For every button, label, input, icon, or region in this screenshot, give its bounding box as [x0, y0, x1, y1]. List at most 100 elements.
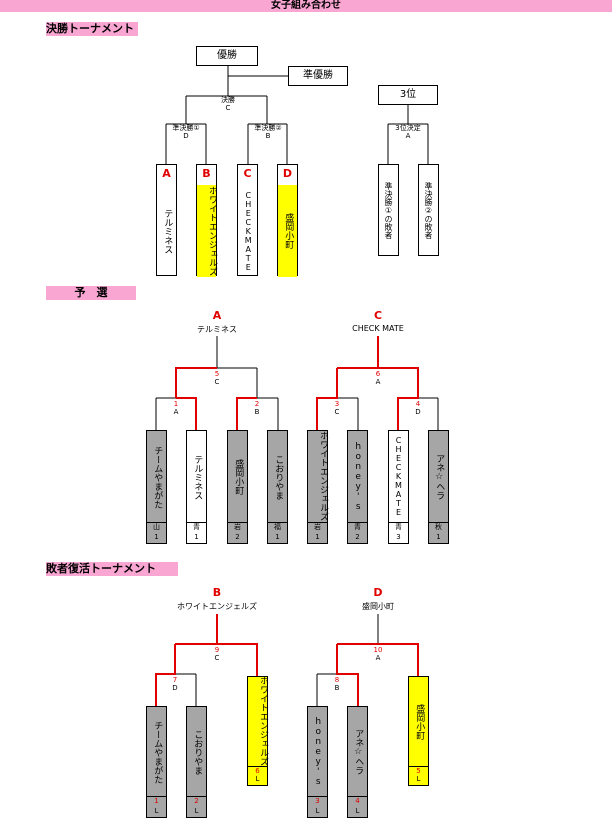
section-repechage: 敗者復活トーナメント — [46, 562, 178, 576]
match-10-code: A — [375, 654, 381, 662]
section-final-tournament: 決勝トーナメント — [46, 22, 138, 36]
section-preliminary: 予 選 — [46, 286, 136, 300]
page-title: 女子組み合わせ — [0, 0, 612, 12]
prelim-block-c-letter: C — [373, 309, 383, 322]
runner-up-box: 準優勝 — [288, 66, 348, 86]
match-4-code: D — [415, 408, 421, 416]
team-num: 1 — [315, 533, 320, 541]
third-match-name: 3位決定 — [395, 124, 421, 132]
team-name: チームやまがた — [152, 720, 163, 784]
team-name: アネ☆ヘラ — [434, 454, 445, 500]
semi2-name: 準決勝② — [254, 124, 282, 132]
final-team-b: B ホワイトエンジェルズ — [196, 164, 217, 277]
team-pref: 秋 — [429, 522, 448, 531]
prelim-block-a-letter: A — [212, 309, 222, 322]
third-match-label: 3位決定 A — [384, 124, 432, 140]
match-8-code: B — [334, 684, 340, 692]
match-1-code: A — [173, 408, 179, 416]
repechage-team-4: honey's 3 L — [307, 706, 328, 818]
team-pref: L — [154, 807, 159, 815]
prelim-team-8: アネ☆ヘラ 秋 1 — [428, 430, 449, 544]
semi2-label: 準決勝② B — [244, 124, 292, 140]
team-num: 5 — [409, 766, 428, 775]
semi2-code: B — [265, 132, 271, 140]
team-num: 2 — [235, 533, 240, 541]
team-num: 3 — [396, 533, 401, 541]
final-match-label: 決勝 C — [206, 96, 250, 112]
team-letter: A — [162, 167, 171, 180]
prelim-team-2: テルミネス 青 1 — [186, 430, 207, 544]
team-name: こおりやま — [192, 729, 203, 775]
team-num: 1 — [154, 533, 159, 541]
team-pref: 青 — [187, 522, 206, 531]
team-pref: L — [315, 807, 320, 815]
team-pref: L — [194, 807, 199, 815]
team-name: honey's — [313, 717, 324, 787]
match-9-number: 9 — [214, 646, 220, 654]
third-match-code: A — [405, 132, 411, 140]
champion-box: 優勝 — [196, 46, 258, 66]
prelim-team-7: CHECKMATE 青 3 — [388, 430, 409, 544]
match-4-number: 4 — [415, 400, 421, 408]
team-name: アネ☆ヘラ — [353, 729, 364, 775]
team-pref: 岩 — [308, 522, 327, 531]
prelim-team-4: こおりやま 福 1 — [267, 430, 288, 544]
repechage-team-5: アネ☆ヘラ 4 L — [347, 706, 368, 818]
team-name: テルミネス — [192, 454, 203, 500]
repechage-block-b-winner: ホワイトエンジェルズ — [177, 602, 257, 611]
team-name: ホワイトエンジェルズ — [318, 431, 328, 521]
repechage-block-d-winner: 盛岡小町 — [362, 602, 394, 611]
team-num: 6 — [248, 766, 267, 775]
team-pref: 岩 — [228, 522, 247, 531]
team-pref: L — [255, 775, 260, 783]
loser-semi2-box: 準決勝②の敗者 — [418, 164, 439, 256]
team-name: 盛岡小町 — [233, 459, 244, 495]
team-name: こおりやま — [273, 454, 284, 500]
repechage-team-6: 盛岡小町 5 L — [408, 676, 429, 786]
third-place-box: 3位 — [378, 85, 438, 105]
team-letter: B — [202, 167, 211, 180]
semi1-label: 準決勝① D — [162, 124, 210, 140]
team-pref: L — [355, 807, 360, 815]
loser-semi2-text: 準決勝②の敗者 — [424, 181, 433, 239]
prelim-team-3: 盛岡小町 岩 2 — [227, 430, 248, 544]
match-6-code: A — [375, 378, 381, 386]
match-6-number: 6 — [375, 370, 381, 378]
team-num: 1 — [436, 533, 441, 541]
repechage-team-3: ホワイトエンジェルズ 6 L — [247, 676, 268, 786]
semi1-code: D — [183, 132, 189, 140]
match-5-code: C — [214, 378, 220, 386]
prelim-block-a-winner: テルミネス — [197, 325, 237, 334]
team-name: テルミネス — [162, 208, 173, 254]
final-team-a: A テルミネス — [156, 164, 177, 276]
repechage-block-b-letter: B — [212, 586, 222, 599]
team-num: 1 — [275, 533, 280, 541]
team-pref: 福 — [268, 522, 287, 531]
final-match-code: C — [225, 104, 231, 112]
match-3-number: 3 — [334, 400, 340, 408]
prelim-team-6: honey's 青 2 — [347, 430, 368, 544]
team-pref: L — [416, 775, 421, 783]
loser-semi1-text: 準決勝①の敗者 — [384, 181, 393, 239]
team-pref: 山 — [147, 522, 166, 531]
team-name: ホワイトエンジェルズ — [197, 185, 217, 277]
team-name: CHECKMATE — [243, 190, 253, 272]
match-7-number: 7 — [172, 676, 178, 684]
match-3-code: C — [334, 408, 340, 416]
prelim-team-1: チームやまがた 山 1 — [146, 430, 167, 544]
team-num: 1 — [194, 533, 199, 541]
match-8-number: 8 — [334, 676, 340, 684]
team-num: 3 — [308, 796, 327, 805]
match-7-code: D — [172, 684, 178, 692]
team-name: 盛岡小町 — [278, 185, 297, 277]
